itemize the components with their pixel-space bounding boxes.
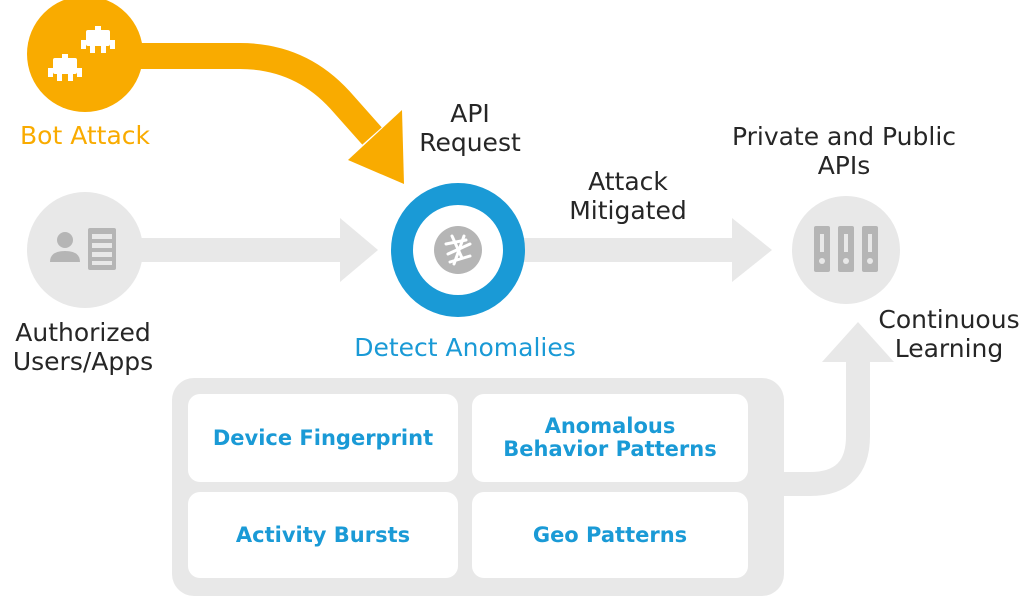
- detector-ring: [391, 183, 525, 317]
- attack-mitigated-label: Attack Mitigated: [558, 167, 698, 225]
- detect-anomalies-label: Detect Anomalies: [354, 333, 576, 362]
- authorized-users-node: [27, 192, 143, 308]
- bot-attack-arrowhead: [348, 110, 404, 184]
- attack-mitigated-line-2: Mitigated: [569, 196, 687, 225]
- continuous-line-2: Learning: [894, 334, 1004, 363]
- aperture-icon: [444, 234, 472, 266]
- apis-label: Private and Public APIs: [724, 122, 964, 180]
- user-card-icon: [50, 228, 116, 270]
- api-request-line-2: Request: [419, 128, 521, 157]
- signal-label: Anomalous: [544, 414, 676, 438]
- learning-loop-arrowhead: [822, 322, 894, 362]
- signal-box-activity-bursts: Activity Bursts: [188, 492, 458, 578]
- signal-label: Device Fingerprint: [212, 425, 434, 450]
- api-request-label: API Request: [408, 99, 532, 157]
- authorized-line-1: Authorized: [15, 318, 151, 347]
- signal-label: Geo Patterns: [532, 522, 688, 547]
- apis-line-1: Private and Public: [731, 122, 957, 151]
- signal-box-geo-patterns: Geo Patterns: [472, 492, 748, 578]
- bot-attack-node: [27, 0, 143, 112]
- continuous-learning-label: Continuous Learning: [868, 305, 1030, 363]
- authorized-users-label: Authorized Users/Apps: [2, 318, 164, 376]
- continuous-line-1: Continuous: [878, 305, 1020, 334]
- signal-label: Activity Bursts: [235, 522, 411, 547]
- signal-label: Behavior Patterns: [503, 437, 717, 461]
- authorized-line-2: Users/Apps: [12, 347, 154, 376]
- bot-attack-label: Bot Attack: [20, 121, 151, 150]
- signal-box-anomalous-behavior: Anomalous Behavior Patterns: [472, 394, 748, 482]
- signal-box-device-fingerprint: Device Fingerprint: [188, 394, 458, 482]
- api-servers-icon: [814, 226, 878, 272]
- apis-line-2: APIs: [817, 151, 871, 180]
- attack-mitigated-line-1: Attack: [588, 167, 668, 196]
- learning-loop-arrow: [780, 362, 870, 496]
- api-request-line-1: API: [450, 99, 490, 128]
- robot-swarm-icon: [48, 26, 115, 81]
- bot-attack-arrow: [110, 43, 382, 145]
- mitigated-flow-arrow: [516, 238, 736, 262]
- mitigated-flow-arrowhead: [732, 218, 772, 282]
- user-flow-arrowhead: [340, 218, 378, 282]
- user-flow-arrow: [126, 238, 346, 262]
